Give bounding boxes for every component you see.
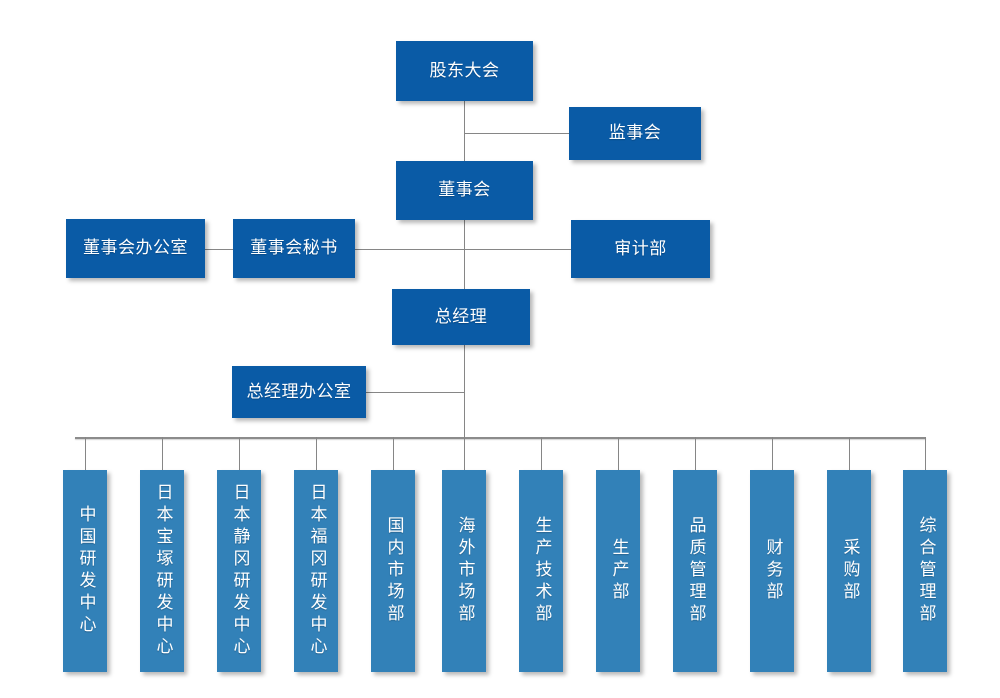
connector-drop-dept-8	[618, 437, 619, 470]
node-label: 审计部	[614, 238, 667, 259]
node-department-1[interactable]: 中国研发中心	[63, 470, 107, 672]
node-label: 董事会办公室	[83, 238, 188, 259]
node-board-of-directors[interactable]: 董事会	[396, 161, 533, 220]
node-label: 海外市场部	[454, 516, 475, 626]
connector-drop-dept-7	[541, 437, 542, 470]
connector-drop-dept-9	[695, 437, 696, 470]
connector-secretary-to-audit	[355, 249, 571, 250]
node-label: 董事会	[438, 180, 491, 201]
node-department-4[interactable]: 日本福冈研发中心	[294, 470, 338, 672]
connector-boardoffice-to-secretary	[205, 249, 233, 250]
node-label: 品质管理部	[685, 516, 706, 626]
connector-gm-to-bus	[464, 345, 465, 438]
node-label: 日本宝塚研发中心	[152, 483, 173, 659]
node-department-11[interactable]: 采购部	[827, 470, 871, 672]
connector-drop-dept-4	[316, 437, 317, 470]
node-board-office[interactable]: 董事会办公室	[66, 219, 205, 278]
node-department-7[interactable]: 生产技术部	[519, 470, 563, 672]
connector-trunk-to-supervisory	[464, 133, 569, 134]
node-label: 日本福冈研发中心	[306, 483, 327, 659]
node-label: 日本静冈研发中心	[229, 483, 250, 659]
connector-drop-dept-5	[393, 437, 394, 470]
node-shareholders-meeting[interactable]: 股东大会	[396, 41, 533, 101]
node-supervisory-board[interactable]: 监事会	[569, 107, 701, 160]
connector-drop-dept-10	[772, 437, 773, 470]
connector-shareholders-to-board	[464, 100, 465, 161]
node-department-9[interactable]: 品质管理部	[673, 470, 717, 672]
connector-drop-dept-11	[849, 437, 850, 470]
node-label: 综合管理部	[915, 516, 936, 626]
node-department-3[interactable]: 日本静冈研发中心	[217, 470, 261, 672]
connector-drop-dept-12	[925, 437, 926, 470]
node-label: 总经理办公室	[246, 381, 352, 402]
connector-drop-dept-1	[85, 437, 86, 470]
node-label: 董事会秘书	[250, 238, 338, 259]
node-department-6[interactable]: 海外市场部	[442, 470, 486, 672]
node-department-12[interactable]: 综合管理部	[903, 470, 947, 672]
node-label: 监事会	[608, 123, 662, 144]
node-gm-office[interactable]: 总经理办公室	[232, 366, 366, 418]
node-board-secretary[interactable]: 董事会秘书	[233, 219, 355, 278]
node-audit-department[interactable]: 审计部	[571, 220, 710, 278]
node-department-5[interactable]: 国内市场部	[371, 470, 415, 672]
connector-gmoffice-to-trunk	[366, 392, 465, 393]
node-label: 采购部	[839, 538, 860, 604]
node-label: 中国研发中心	[75, 505, 96, 637]
connector-department-bus	[75, 437, 926, 439]
node-label: 财务部	[762, 538, 783, 604]
connector-drop-dept-3	[239, 437, 240, 470]
node-label: 总经理	[434, 306, 488, 327]
connector-drop-dept-6	[464, 437, 465, 470]
connector-drop-dept-2	[162, 437, 163, 470]
node-department-10[interactable]: 财务部	[750, 470, 794, 672]
node-label: 生产部	[608, 538, 629, 604]
node-department-2[interactable]: 日本宝塚研发中心	[140, 470, 184, 672]
node-general-manager[interactable]: 总经理	[392, 289, 530, 345]
node-label: 生产技术部	[531, 516, 552, 626]
node-department-8[interactable]: 生产部	[596, 470, 640, 672]
node-label: 股东大会	[429, 60, 500, 81]
node-label: 国内市场部	[383, 516, 404, 626]
connector-board-to-gm	[464, 220, 465, 289]
